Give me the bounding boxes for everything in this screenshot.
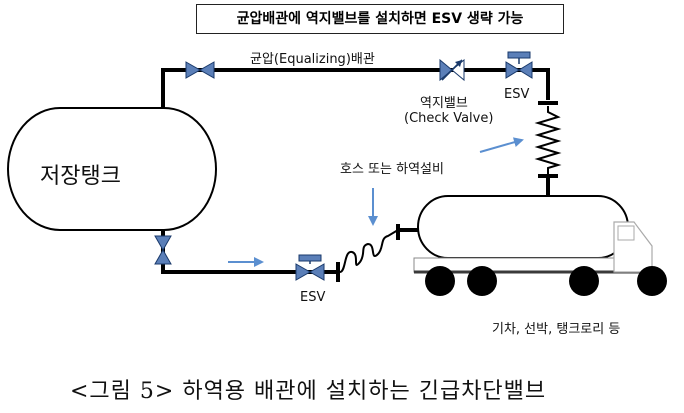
wheel xyxy=(569,266,599,296)
truck-cab xyxy=(613,221,653,273)
manual-valve-icon xyxy=(185,61,215,79)
wheel xyxy=(467,266,497,296)
esv-valve-icon xyxy=(505,51,533,79)
wheel xyxy=(637,266,667,296)
check-valve-label-kr: 역지밸브 xyxy=(420,96,468,111)
storage-tank xyxy=(7,107,217,231)
wheel xyxy=(425,266,455,296)
hose-label: 호스 또는 하역설비 xyxy=(340,162,444,177)
banner-note: 균압배관에 역지밸브를 설치하면 ESV 생략 가능 xyxy=(196,4,564,34)
truck-tank xyxy=(417,195,629,259)
check-valve-icon xyxy=(439,58,465,82)
flow-arrow-return xyxy=(479,137,524,153)
vehicles-label: 기차, 선박, 탱크로리 등 xyxy=(492,322,621,337)
equalizing-pipe xyxy=(161,68,550,108)
hose-coil xyxy=(339,229,399,273)
esv-top-label: ESV xyxy=(504,87,530,102)
bellows-spring xyxy=(534,106,562,175)
check-valve-label-en: (Check Valve) xyxy=(404,111,494,126)
truck-window xyxy=(617,225,635,241)
esv-bottom-label: ESV xyxy=(300,290,326,305)
figure-caption: <그림 5> 하역용 배관에 설치하는 긴급차단밸브 xyxy=(70,379,547,404)
equalizing-pipe-label: 균압(Equalizing)배관 xyxy=(250,52,375,67)
unloading-pipe xyxy=(161,230,340,274)
esv-bottom-valve-icon xyxy=(295,254,325,281)
storage-tank-label: 저장탱크 xyxy=(40,164,121,189)
bottom-manual-valve-icon xyxy=(154,235,172,265)
